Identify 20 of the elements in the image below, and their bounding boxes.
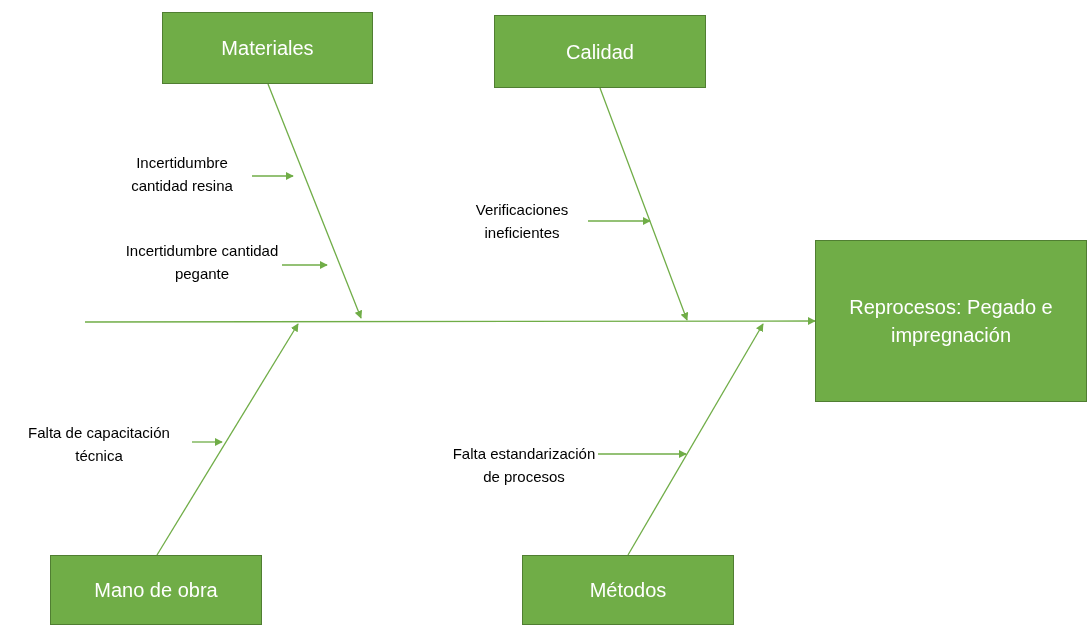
category-box: Métodos	[522, 555, 734, 625]
arrow	[587, 217, 651, 225]
cause-label: Falta de capacitación técnica	[6, 420, 192, 468]
cause-label: Incertidumbre cantidad pegante	[122, 238, 282, 286]
arrow	[156, 323, 299, 556]
effect-box: Reprocesos: Pegado e impregnación	[815, 240, 1087, 402]
cause-label: Verificaciones ineficientes	[456, 197, 588, 245]
arrow	[267, 83, 363, 319]
arrow	[281, 261, 328, 269]
category-box: Mano de obra	[50, 555, 262, 625]
category-box: Calidad	[494, 15, 706, 88]
spine-arrow	[84, 317, 816, 325]
category-box: Materiales	[162, 12, 373, 84]
arrow	[599, 87, 689, 321]
cause-label: Incertidumbre cantidad resina	[112, 150, 252, 198]
arrow	[191, 438, 223, 446]
arrow	[627, 323, 764, 556]
arrow	[251, 172, 294, 180]
arrow	[597, 450, 687, 458]
cause-label: Falta estandarización de procesos	[450, 428, 598, 502]
